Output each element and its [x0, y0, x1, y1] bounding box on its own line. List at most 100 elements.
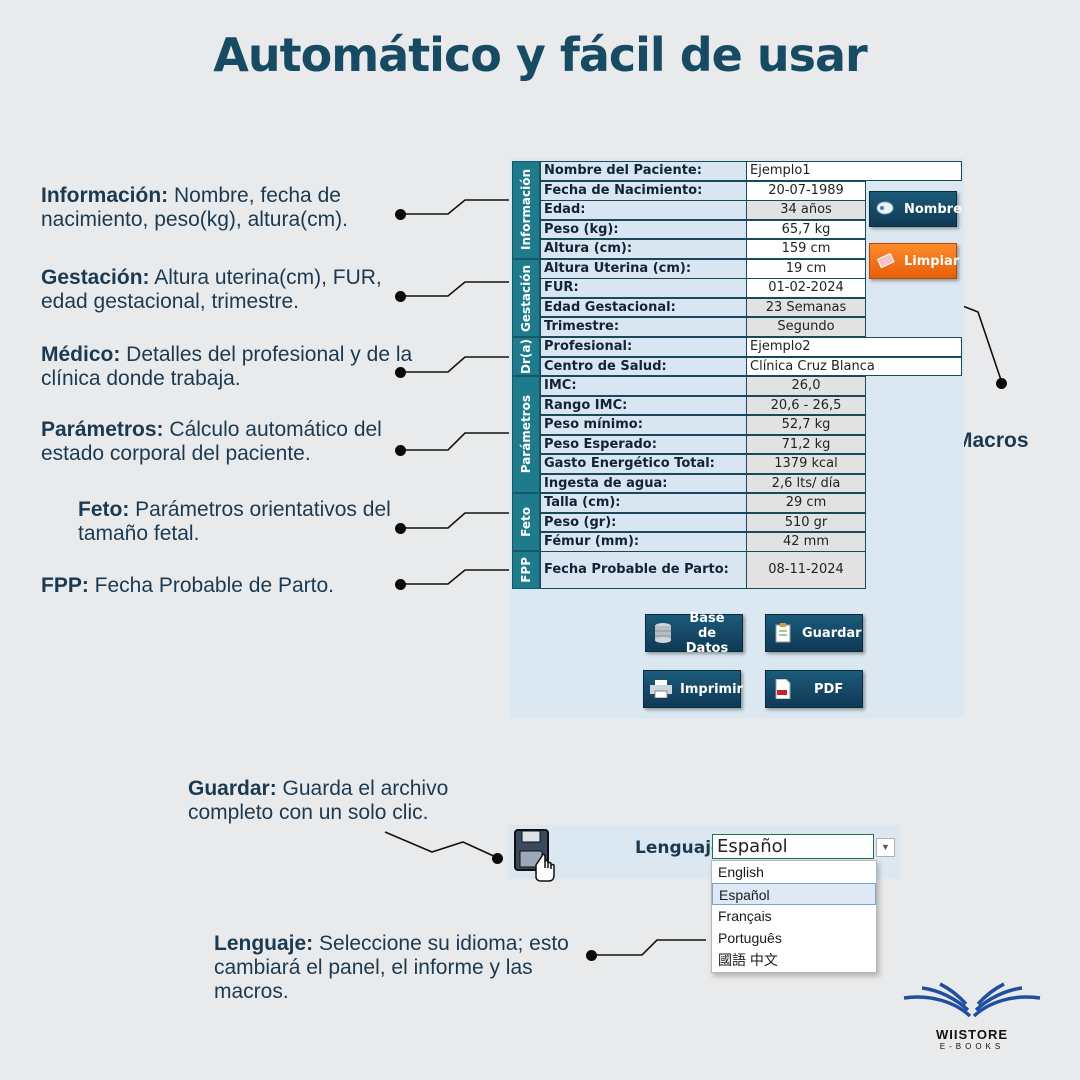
- field-label: Altura Uterina (cm):: [540, 259, 747, 279]
- field-value: 510 gr: [747, 512, 866, 532]
- group-label: Información: [519, 169, 533, 251]
- language-option[interactable]: Português: [718, 930, 782, 946]
- field-value: 2,6 lts/ día: [747, 473, 866, 493]
- group-label: Dr(a): [519, 339, 533, 374]
- field-value[interactable]: Clínica Cruz Blanca: [747, 356, 962, 376]
- connector-dot: [586, 950, 597, 961]
- floppy-save-icon[interactable]: [514, 829, 555, 882]
- annotation-heading: Parámetros:: [41, 418, 164, 441]
- field-value: 29 cm: [747, 493, 866, 513]
- field-value: 08-11-2024: [747, 551, 866, 589]
- annotation-heading: FPP:: [41, 574, 89, 597]
- field-label: Talla (cm):: [540, 493, 747, 513]
- connector-dot: [395, 291, 406, 302]
- limpiar-button-label: Limpiar: [904, 253, 960, 269]
- brand-name: WIISTORE: [935, 1027, 1009, 1042]
- brand-sub: E-BOOKS: [939, 1042, 1005, 1051]
- field-value[interactable]: 19 cm: [747, 259, 866, 279]
- language-option-selected[interactable]: Español: [712, 883, 876, 905]
- language-select[interactable]: Español: [712, 834, 874, 859]
- group-fpp: FPP: [512, 551, 540, 589]
- field-label: Peso (gr):: [540, 512, 747, 532]
- book-logo-icon: [903, 982, 1041, 1018]
- field-label: Centro de Salud:: [540, 356, 747, 376]
- imprimir-button-label: Imprimir: [680, 681, 743, 697]
- language-label: Lenguaje: [635, 838, 723, 858]
- field-label: Nombre del Paciente:: [540, 161, 747, 181]
- field-value: Segundo: [747, 317, 866, 337]
- search-icon: [876, 198, 896, 220]
- annotation-text: Fecha Probable de Parto.: [88, 574, 334, 597]
- field-label: Ingesta de agua:: [540, 473, 747, 493]
- field-label: Peso mínimo:: [540, 415, 747, 435]
- printer-icon: [650, 678, 672, 700]
- annotation-parametros: Parámetros: Cálculo automático del estad…: [41, 418, 446, 466]
- pdf-button-label: PDF: [814, 681, 844, 697]
- connector-dot: [395, 209, 406, 220]
- field-label: Peso Esperado:: [540, 434, 747, 454]
- annotation-heading: Feto:: [78, 498, 130, 521]
- annotation-feto: Feto: Parámetros orientativos del tamaño…: [78, 498, 413, 546]
- field-value: 20,6 - 26,5: [747, 395, 866, 415]
- field-label: Fecha Probable de Parto:: [540, 551, 747, 589]
- field-value: Ejemplo1: [747, 161, 962, 181]
- field-value: 1379 kcal: [747, 454, 866, 474]
- pdf-icon: [772, 678, 794, 700]
- connector-dot: [395, 523, 406, 534]
- language-dropdown: English Español Français Português 國語 中文: [711, 860, 877, 973]
- language-option[interactable]: English: [718, 864, 764, 880]
- clipboard-icon: [772, 622, 794, 644]
- field-label: Edad Gestacional:: [540, 297, 747, 317]
- guardar-button-label: Guardar: [802, 625, 862, 641]
- field-value[interactable]: 01-02-2024: [747, 278, 866, 298]
- database-icon: [652, 622, 674, 644]
- group-label: Feto: [519, 507, 533, 537]
- field-value[interactable]: 159 cm: [747, 239, 866, 259]
- field-label: Peso (kg):: [540, 219, 747, 239]
- group-gestacion: Gestación: [512, 259, 540, 337]
- annotation-text: Altura uterina(cm), FUR, edad gestaciona…: [41, 266, 382, 313]
- pdf-button[interactable]: PDF: [765, 670, 863, 708]
- annotation-guardar: Guardar: Guarda el archivo completo con …: [188, 777, 498, 825]
- guardar-button[interactable]: Guardar: [765, 614, 863, 652]
- annotation-heading: Información:: [41, 184, 169, 207]
- annotation-text: Seleccione su idioma; esto cambiará el p…: [214, 932, 569, 1003]
- language-option[interactable]: 國語 中文: [718, 952, 778, 968]
- limpiar-button[interactable]: Limpiar: [869, 243, 960, 279]
- field-value: 42 mm: [747, 532, 866, 552]
- field-value: 26,0: [747, 376, 866, 396]
- language-option[interactable]: Français: [718, 908, 772, 924]
- base-de-datos-button[interactable]: Base de Datos: [645, 611, 743, 656]
- field-value[interactable]: Ejemplo2: [747, 337, 962, 357]
- base-de-datos-label: Base de Datos: [685, 610, 729, 656]
- field-label: IMC:: [540, 376, 747, 396]
- field-label: Gasto Energético Total:: [540, 454, 747, 474]
- connector-dot: [395, 579, 406, 590]
- field-label: Trimestre:: [540, 317, 747, 337]
- field-label: Profesional:: [540, 337, 747, 357]
- annotation-macros: Macros: [955, 429, 1029, 452]
- field-value[interactable]: 20-07-1989: [747, 181, 866, 201]
- annotation-text: Nombre, fecha de nacimiento, peso(kg), a…: [41, 184, 348, 231]
- field-value[interactable]: 65,7 kg: [747, 219, 866, 239]
- annotation-text: Cálculo automático del estado corporal d…: [41, 418, 382, 465]
- field-label: FUR:: [540, 278, 747, 298]
- nombre-button[interactable]: Nombre: [869, 191, 962, 227]
- annotation-heading: Médico:: [41, 343, 121, 366]
- annotation-gestacion: Gestación: Altura uterina(cm), FUR, edad…: [41, 266, 416, 314]
- field-label: Fecha de Nacimiento:: [540, 181, 747, 201]
- annotation-fpp: FPP: Fecha Probable de Parto.: [41, 574, 391, 598]
- connector-dot: [996, 378, 1007, 389]
- field-value: 34 años: [747, 200, 866, 220]
- annotation-medico: Médico: Detalles del profesional y de la…: [41, 343, 426, 391]
- chevron-down-icon[interactable]: ▼: [876, 838, 895, 857]
- annotation-heading: Lenguaje:: [214, 932, 314, 955]
- field-value: 23 Semanas: [747, 297, 866, 317]
- group-feto: Feto: [512, 493, 540, 551]
- annotation-heading: Gestación:: [41, 266, 150, 289]
- imprimir-button[interactable]: Imprimir: [643, 670, 743, 708]
- field-value: 52,7 kg: [747, 415, 866, 435]
- group-dr: Dr(a): [512, 337, 540, 376]
- connector-dot: [492, 853, 503, 864]
- group-label: Gestación: [519, 264, 533, 332]
